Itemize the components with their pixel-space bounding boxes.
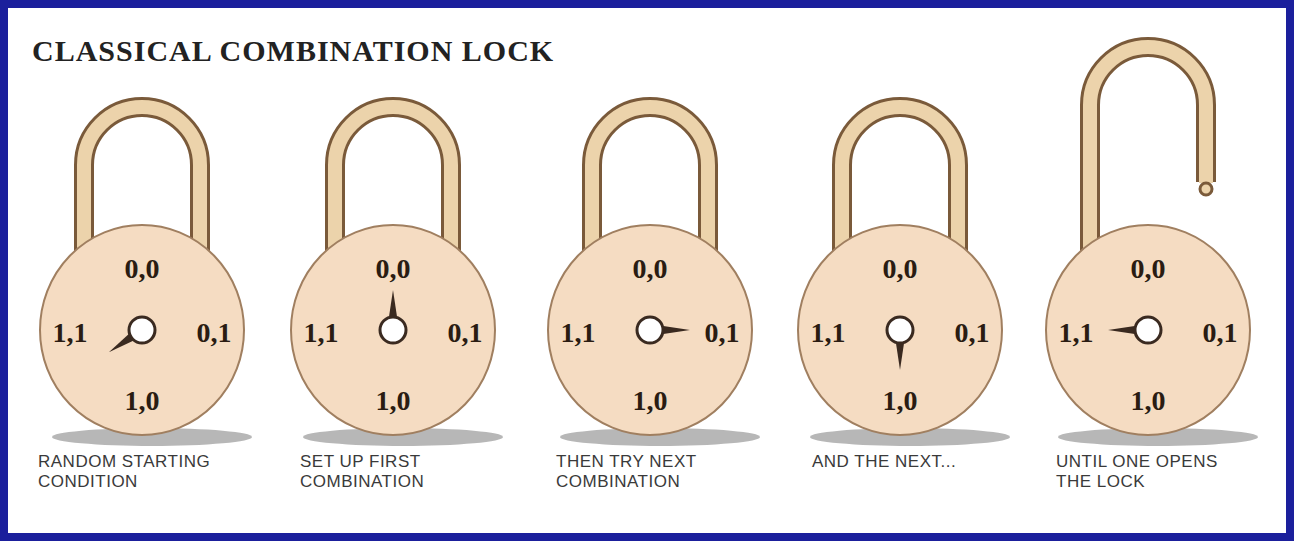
dial-position: 1,1 xyxy=(811,319,846,347)
dial-position: 1,0 xyxy=(883,387,918,415)
caption: THEN TRY NEXT COMBINATION xyxy=(556,452,751,491)
caption: AND THE NEXT... xyxy=(812,452,1007,472)
dial-position: 1,1 xyxy=(304,319,339,347)
lock-body: 0,0 1,1 0,1 1,0 xyxy=(1044,223,1252,437)
dial-position: 1,1 xyxy=(561,319,596,347)
dial-position: 0,0 xyxy=(125,255,160,283)
dial-hub xyxy=(887,317,913,343)
dial-hub xyxy=(1135,317,1161,343)
dial-position: 0,0 xyxy=(1131,255,1166,283)
dial-position: 0,1 xyxy=(448,319,483,347)
lock-body: 0,0 1,1 0,1 1,0 xyxy=(546,223,754,437)
lock-body: 0,0 1,1 0,1 1,0 xyxy=(38,223,246,437)
lock-body: 0,0 1,1 0,1 1,0 xyxy=(796,223,1004,437)
dial-position: 1,0 xyxy=(376,387,411,415)
dial-hub xyxy=(129,317,155,343)
caption: SET UP FIRST COMBINATION xyxy=(300,452,495,491)
caption: UNTIL ONE OPENS THE LOCK xyxy=(1056,452,1251,491)
dial-position: 1,0 xyxy=(1131,387,1166,415)
dial-position: 0,1 xyxy=(955,319,990,347)
dial-position: 0,0 xyxy=(883,255,918,283)
dial-position: 0,1 xyxy=(197,319,232,347)
dial-position: 0,0 xyxy=(633,255,668,283)
lock-body: 0,0 1,1 0,1 1,0 xyxy=(289,223,497,437)
dial-hub xyxy=(637,317,663,343)
caption: RANDOM STARTING CONDITION xyxy=(38,452,233,491)
dial-position: 1,0 xyxy=(633,387,668,415)
dial-hub xyxy=(380,317,406,343)
dial-position: 1,0 xyxy=(125,387,160,415)
title: CLASSICAL COMBINATION LOCK xyxy=(32,34,554,68)
dial-position: 1,1 xyxy=(1059,319,1094,347)
dial-position: 0,1 xyxy=(1203,319,1238,347)
dial-position: 0,0 xyxy=(376,255,411,283)
dial-position: 0,1 xyxy=(705,319,740,347)
dial-position: 1,1 xyxy=(53,319,88,347)
